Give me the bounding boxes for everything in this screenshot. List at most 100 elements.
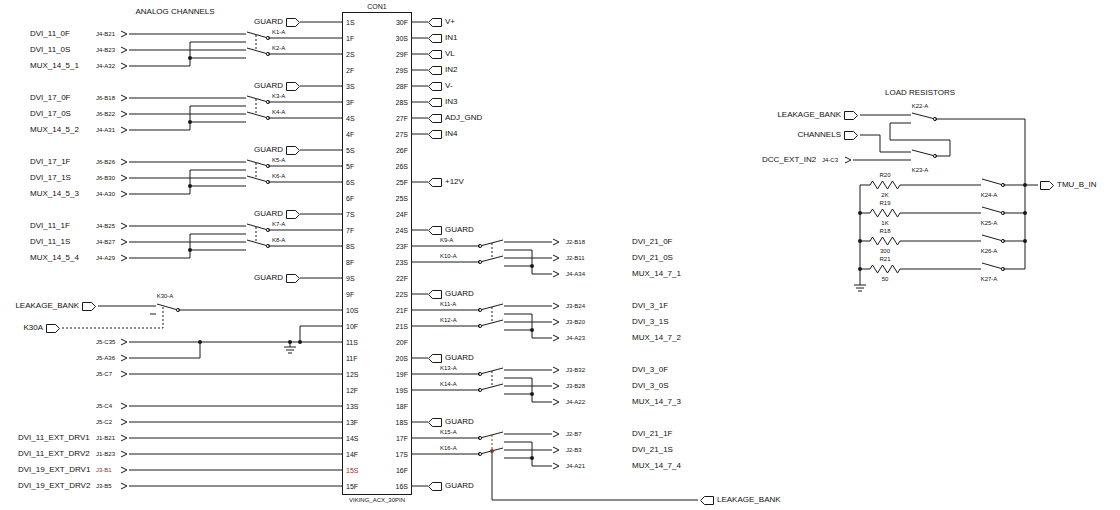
pin-number: 22F	[396, 275, 408, 282]
port-flag: TMU_B_IN	[1040, 180, 1097, 190]
wire	[510, 458, 532, 459]
junction-dot	[858, 211, 862, 215]
port-name: V-	[445, 81, 453, 91]
wire	[98, 306, 150, 307]
relay-coil-link	[256, 99, 257, 115]
port-name: LEAKAGE_BANK	[777, 110, 841, 120]
pin-wire	[300, 150, 342, 151]
pin-number: 10F	[346, 323, 358, 330]
wire	[510, 434, 552, 435]
relay-contact	[240, 42, 246, 43]
signal-name: DVI_17_0F	[30, 94, 70, 102]
wire	[1003, 241, 1025, 242]
port-chevron	[121, 339, 127, 345]
port-name: TMU_B_IN	[1057, 180, 1097, 190]
port-chevron	[121, 483, 127, 489]
wire	[129, 50, 240, 51]
resistor-ref: R18	[879, 228, 890, 234]
port-flag: GUARD	[428, 481, 474, 491]
port-name: GUARD	[254, 273, 283, 283]
wire	[412, 246, 480, 247]
signal-name: DVI_11_EXT_DRV2	[18, 450, 90, 458]
flag-symbol	[428, 354, 442, 363]
relay-ref: K1-A	[272, 29, 285, 35]
flag-outline	[429, 178, 442, 186]
port-chevron	[121, 371, 127, 377]
pin-number: 4F	[346, 131, 354, 138]
pin-number: 10S	[346, 307, 358, 314]
signal-name: DVI_19_EXT_DRV2	[18, 482, 90, 490]
relay-contact	[240, 50, 246, 51]
wire	[890, 123, 950, 156]
wire	[129, 162, 240, 163]
flag-outline	[287, 18, 300, 26]
ground-symbol	[286, 350, 294, 351]
resistor-symbol	[860, 265, 975, 273]
relay-ref: K13-A	[440, 365, 457, 371]
pin-number: 9S	[346, 275, 355, 282]
port-flag: GUARD	[254, 81, 300, 91]
connector-pin-ref: J6-B18	[96, 95, 115, 101]
port-flag: LEAKAGE_BANK	[700, 495, 781, 505]
flag-symbol	[1040, 181, 1054, 190]
flag-symbol	[428, 130, 442, 139]
flag-outline	[429, 130, 442, 138]
pin-wire	[300, 214, 342, 215]
relay-ref: K30-A	[157, 293, 174, 299]
relay-contact	[240, 186, 246, 187]
wire	[268, 182, 342, 183]
signal-name: DVI_3_1S	[632, 318, 668, 326]
pin-wire	[412, 86, 428, 87]
flag-symbol	[700, 496, 714, 505]
signal-name: DVI_3_0S	[632, 382, 668, 390]
pin-number: 23F	[396, 243, 408, 250]
wire	[190, 250, 240, 251]
relay-blade	[247, 160, 268, 166]
port-chevron	[121, 111, 127, 117]
flag-outline	[47, 324, 60, 332]
relay-blade	[982, 235, 1003, 241]
port-flag: GUARD	[428, 417, 474, 427]
connector-pin-ref: J4-C3	[822, 157, 838, 163]
pin-number: 30S	[396, 35, 408, 42]
flag-outline	[429, 482, 442, 490]
wire	[412, 454, 480, 455]
flag-outline	[701, 496, 714, 504]
relay-contact	[504, 242, 510, 243]
relay-coil-link	[256, 227, 257, 243]
pin-wire	[412, 134, 428, 135]
relay-ref: K7-A	[272, 221, 285, 227]
part-reference: CON1	[367, 3, 386, 10]
ground-symbol	[854, 285, 866, 286]
pin-number: 2F	[346, 67, 354, 74]
relay-ref: K27-A	[981, 276, 998, 282]
pin-wire	[412, 70, 428, 71]
flag-outline	[429, 34, 442, 42]
port-flag: IN1	[428, 33, 457, 43]
relay-ref: K15-A	[440, 429, 457, 435]
resistor-value: 50	[882, 276, 889, 282]
port-chevron	[121, 255, 127, 261]
resistor-value: 1K	[881, 220, 888, 226]
wire	[1003, 213, 1025, 214]
signal-name: MUX_14_7_1	[632, 270, 681, 278]
pin-wire	[412, 486, 428, 487]
pin-number: 17S	[396, 451, 408, 458]
pin-number: 21F	[396, 307, 408, 314]
relay-contact	[504, 322, 510, 323]
port-chevron	[553, 335, 559, 341]
flag-outline	[429, 18, 442, 26]
flag-symbol	[286, 82, 300, 91]
wire	[412, 390, 480, 391]
connector-pin-ref: J5-C35	[96, 339, 115, 345]
connector-pin-ref: J2-B18	[566, 239, 585, 245]
connector-pin-ref: J3-B1	[96, 467, 112, 473]
pin-number: 20S	[396, 355, 408, 362]
pin-number: 5F	[346, 163, 354, 170]
wire	[129, 454, 342, 455]
pin-number: 1F	[346, 35, 354, 42]
wire	[853, 160, 905, 161]
pin-number: 24S	[396, 227, 408, 234]
connector-pin-ref: J4-A32	[96, 63, 115, 69]
connector-pin-ref: J5-A36	[96, 355, 115, 361]
